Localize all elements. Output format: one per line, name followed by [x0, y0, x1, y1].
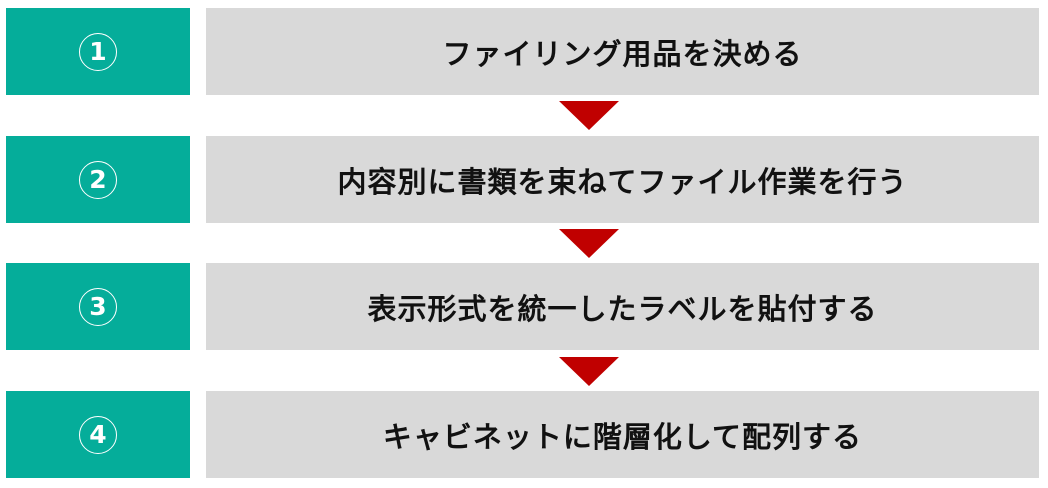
step-label: 内容別に書類を束ねてファイル作業を行う [337, 164, 908, 199]
step-number: 1 [79, 32, 117, 71]
step-2-box: 内容別に書類を束ねてファイル作業を行う [206, 136, 1039, 223]
step-4-box: キャビネットに階層化して配列する [206, 391, 1039, 478]
step-number: 3 [79, 287, 117, 326]
step-1-box: ファイリング用品を決める [206, 8, 1039, 95]
step-1-number-box: 1 [6, 8, 190, 95]
down-triangle-icon [559, 101, 619, 130]
step-label: 表示形式を統一したラベルを貼付する [367, 291, 878, 326]
step-3-box: 表示形式を統一したラベルを貼付する [206, 263, 1039, 350]
step-label: キャビネットに階層化して配列する [382, 419, 863, 454]
step-number: 2 [79, 160, 117, 199]
step-label: ファイリング用品を決める [442, 36, 803, 71]
step-2-number-box: 2 [6, 136, 190, 223]
down-triangle-icon [559, 229, 619, 258]
step-4-number-box: 4 [6, 391, 190, 478]
step-3-number-box: 3 [6, 263, 190, 350]
down-triangle-icon [559, 357, 619, 386]
step-number: 4 [79, 415, 117, 454]
